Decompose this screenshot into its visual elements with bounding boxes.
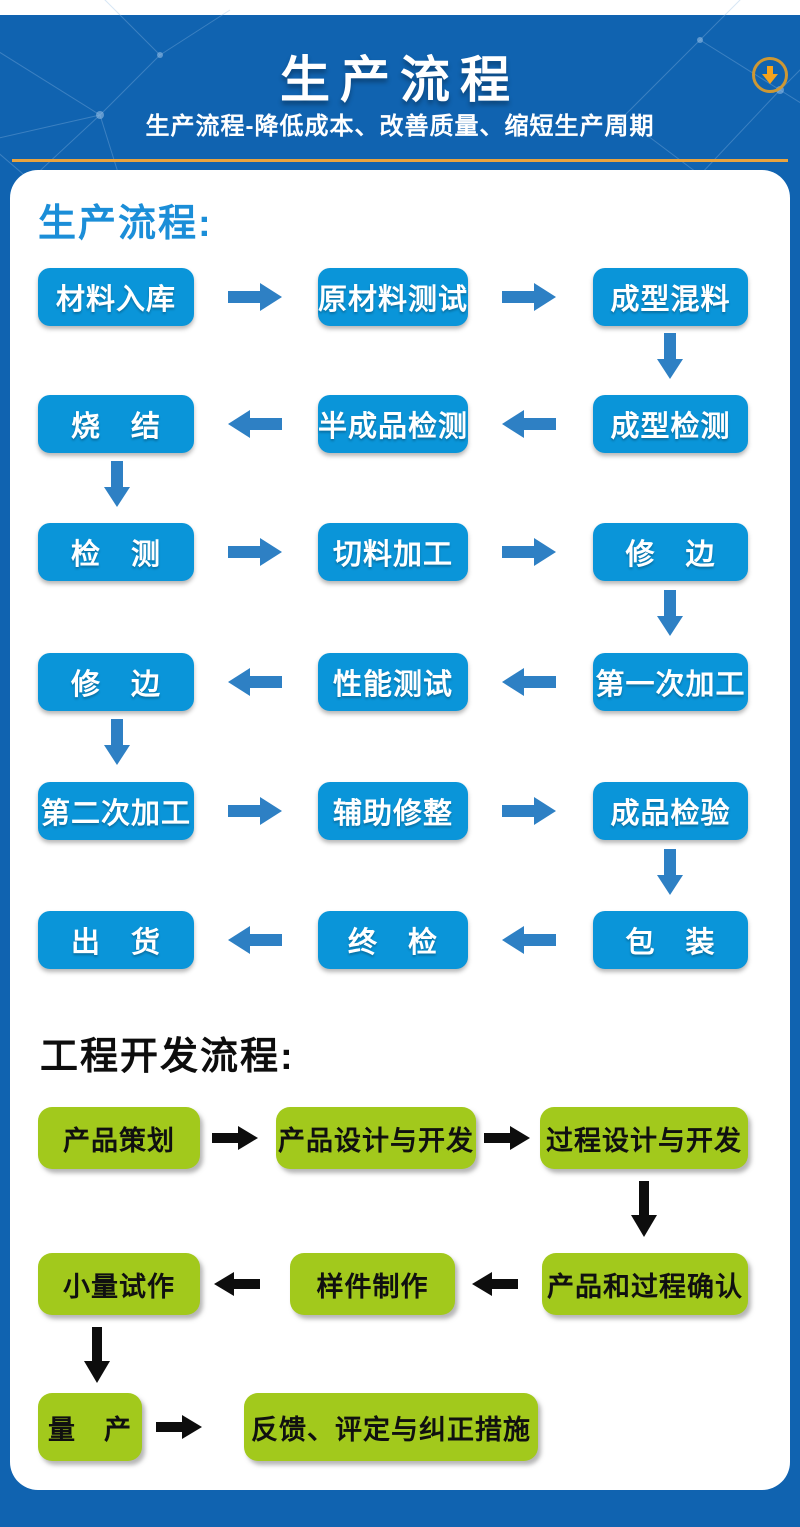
engineering-step-box: 过程设计与开发 bbox=[540, 1107, 748, 1169]
production-step-box: 性能测试 bbox=[318, 653, 468, 711]
page-title: 生产流程 bbox=[280, 52, 520, 108]
production-step-box: 材料入库 bbox=[38, 268, 194, 326]
flow-arrow-right-icon bbox=[228, 283, 282, 311]
flow-arrow-left-icon bbox=[228, 926, 282, 954]
production-flow-heading: 生产流程: bbox=[38, 203, 213, 245]
flow-arrow-down-icon bbox=[657, 590, 683, 636]
flow-arrow-down-icon bbox=[104, 461, 130, 507]
production-step-box: 第二次加工 bbox=[38, 782, 194, 840]
flow-arrow-right-icon bbox=[502, 538, 556, 566]
engineering-step-box: 样件制作 bbox=[290, 1253, 455, 1315]
production-step-box: 成型检测 bbox=[593, 395, 748, 453]
engineering-step-box: 产品设计与开发 bbox=[276, 1107, 476, 1169]
production-step-box: 出 货 bbox=[38, 911, 194, 969]
engineering-step-box: 产品策划 bbox=[38, 1107, 200, 1169]
flow-arrow-right-icon bbox=[484, 1126, 530, 1150]
flow-arrow-right-icon bbox=[502, 797, 556, 825]
flow-arrow-right-icon bbox=[502, 283, 556, 311]
engineering-step-box: 反馈、评定与纠正措施 bbox=[244, 1393, 538, 1461]
engineering-step-box: 量 产 bbox=[38, 1393, 142, 1461]
flow-arrow-down-icon bbox=[631, 1181, 657, 1237]
flow-arrow-right-icon bbox=[228, 538, 282, 566]
production-step-box: 修 边 bbox=[38, 653, 194, 711]
page-subtitle: 生产流程-降低成本、改善质量、缩短生产周期 bbox=[145, 113, 655, 140]
production-step-box: 成品检验 bbox=[593, 782, 748, 840]
flow-arrow-down-icon bbox=[84, 1327, 110, 1383]
engineering-step-box: 小量试作 bbox=[38, 1253, 200, 1315]
flow-arrow-right-icon bbox=[156, 1415, 202, 1439]
production-step-box: 检 测 bbox=[38, 523, 194, 581]
flow-arrow-down-icon bbox=[657, 849, 683, 895]
gold-divider bbox=[12, 159, 788, 162]
flow-arrow-down-icon bbox=[657, 333, 683, 379]
production-step-box: 半成品检测 bbox=[318, 395, 468, 453]
engineering-flow-heading: 工程开发流程: bbox=[40, 1036, 295, 1078]
production-step-box: 终 检 bbox=[318, 911, 468, 969]
flow-arrow-left-icon bbox=[214, 1272, 260, 1296]
flow-arrow-right-icon bbox=[228, 797, 282, 825]
flow-arrow-right-icon bbox=[212, 1126, 258, 1150]
production-step-box: 成型混料 bbox=[593, 268, 748, 326]
download-button[interactable] bbox=[752, 57, 788, 93]
flow-arrow-left-icon bbox=[502, 410, 556, 438]
production-step-box: 修 边 bbox=[593, 523, 748, 581]
download-arrow-icon bbox=[762, 66, 778, 84]
content-card: 生产流程: 材料入库 原材料测试 成型混料 烧 结 半成品检测 成型检测 检 测… bbox=[10, 170, 790, 1490]
production-step-box: 切料加工 bbox=[318, 523, 468, 581]
flow-arrow-left-icon bbox=[472, 1272, 518, 1296]
production-step-box: 第一次加工 bbox=[593, 653, 748, 711]
production-step-box: 辅助修整 bbox=[318, 782, 468, 840]
engineering-step-box: 产品和过程确认 bbox=[542, 1253, 748, 1315]
production-step-box: 包 装 bbox=[593, 911, 748, 969]
flow-arrow-left-icon bbox=[502, 668, 556, 696]
production-step-box: 烧 结 bbox=[38, 395, 194, 453]
flow-arrow-left-icon bbox=[228, 668, 282, 696]
flow-arrow-left-icon bbox=[502, 926, 556, 954]
flow-arrow-left-icon bbox=[228, 410, 282, 438]
production-step-box: 原材料测试 bbox=[318, 268, 468, 326]
flow-arrow-down-icon bbox=[104, 719, 130, 765]
